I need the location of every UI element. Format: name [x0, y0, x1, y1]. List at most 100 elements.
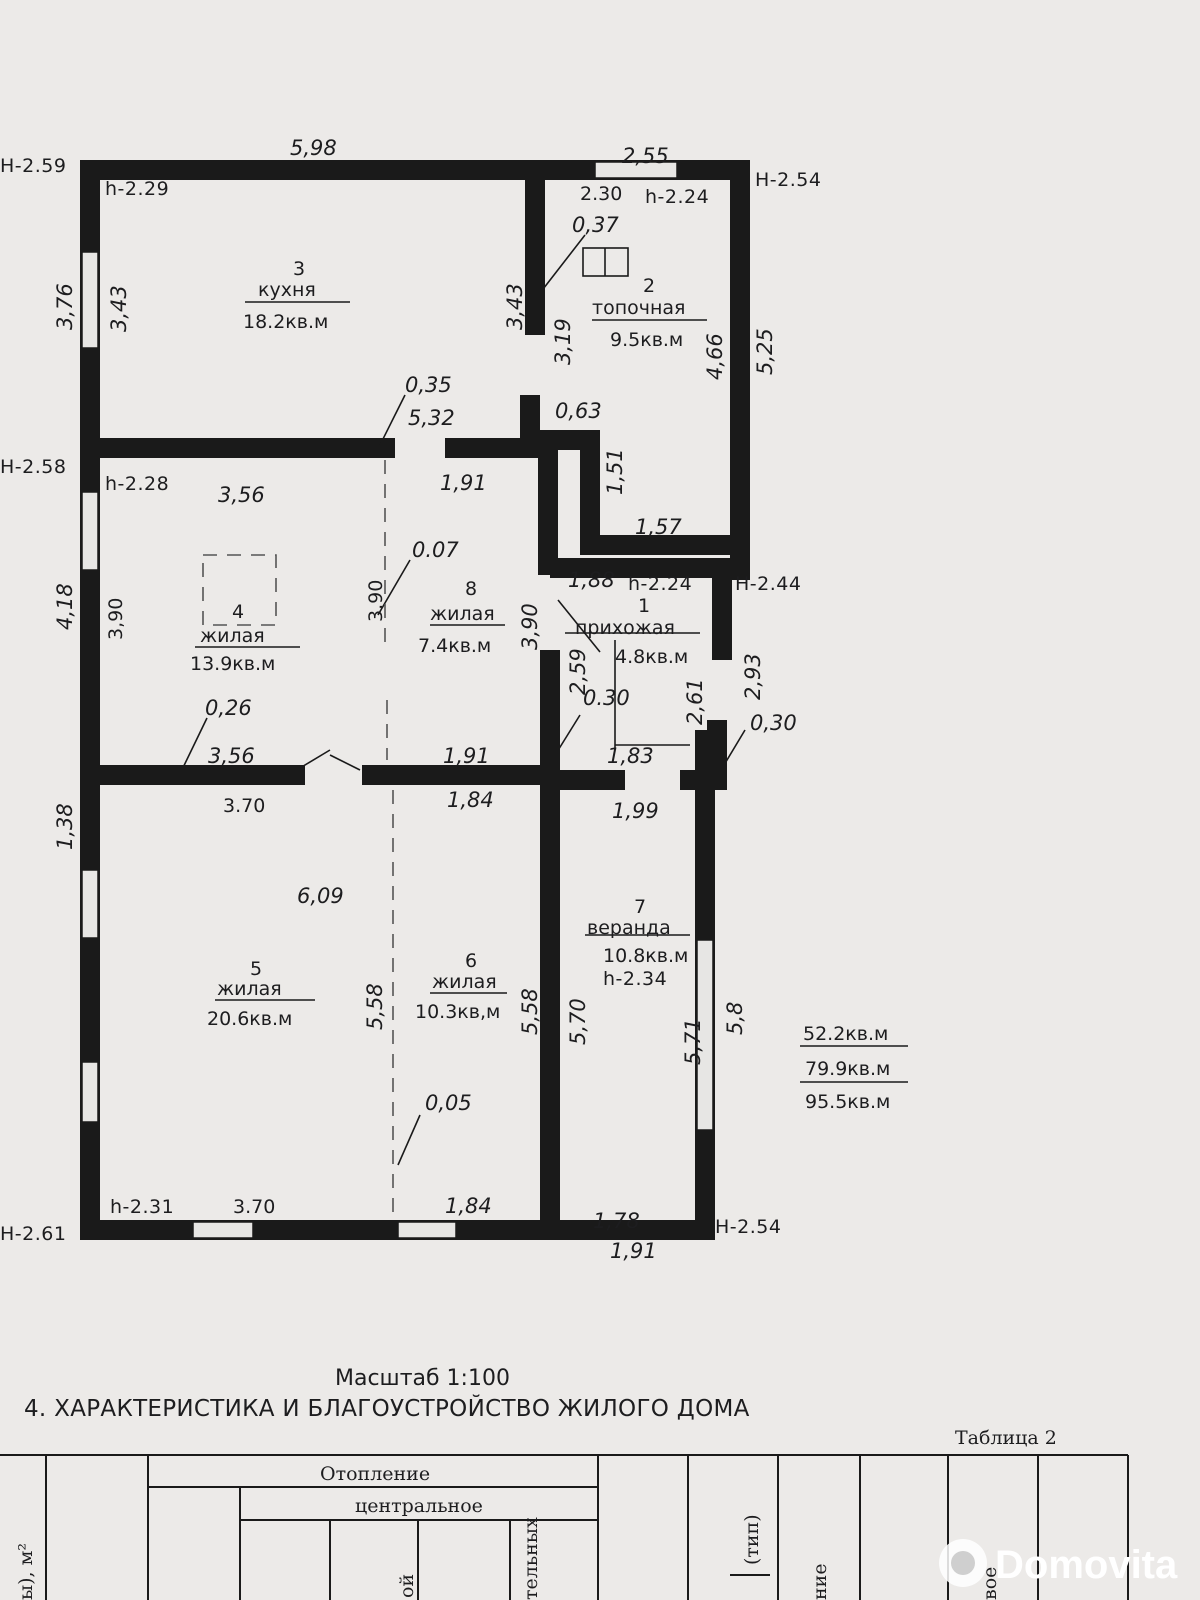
- dim-376: 3,76: [53, 283, 77, 330]
- table-frag-type: (тип): [741, 1514, 763, 1565]
- room2-area: 9.5кв.м: [610, 329, 683, 351]
- window-veranda-right: [696, 939, 714, 1131]
- height-h244: H-2.44: [735, 573, 801, 595]
- dim-558a: 5,58: [363, 983, 387, 1030]
- table-frag-nie: ние: [809, 1563, 831, 1600]
- window-kitchen-left: [81, 251, 99, 349]
- dim-609: 6,09: [297, 884, 344, 908]
- dim-319: 3,19: [551, 318, 575, 365]
- room3-number: 3: [293, 258, 305, 280]
- room2-name: топочная: [592, 297, 685, 319]
- table-caption: Таблица 2: [955, 1427, 1057, 1449]
- dim-390c: 3,90: [518, 603, 542, 650]
- height-h254-bottom: H-2.54: [715, 1216, 781, 1238]
- dim-390a: 3,90: [105, 598, 127, 640]
- dim-390b: 3.90: [365, 580, 387, 622]
- dim-230: 2.30: [580, 183, 622, 205]
- room4-name: жилая: [200, 625, 265, 647]
- wall-hall-right: [680, 730, 715, 790]
- room1-area: 4.8кв.м: [615, 646, 688, 668]
- table-central: центральное: [355, 1495, 483, 1517]
- dim-525: 5,25: [753, 328, 777, 375]
- dim-151: 1,51: [603, 448, 627, 495]
- dim-343b: 3,43: [503, 283, 527, 330]
- dim-184b: 1,84: [445, 1194, 492, 1218]
- height-room7: h-2.34: [603, 968, 667, 990]
- window-room4-left: [81, 491, 99, 571]
- table-heating: Отопление: [320, 1463, 430, 1485]
- total-general: 79.9кв.м: [805, 1058, 890, 1080]
- room3-area: 18.2кв.м: [243, 311, 328, 333]
- height-marks: H-2.59 H-2.58 H-2.61 H-2.54 H-2.44 H-2.5…: [0, 155, 821, 1245]
- walls: [80, 160, 750, 1240]
- room8-name: жилая: [430, 603, 495, 625]
- room5-area: 20.6кв.м: [207, 1008, 292, 1030]
- dim-255: 2,55: [622, 144, 669, 168]
- characteristics-table: Таблица 2 Отопление центральное ы), м² (…: [0, 1427, 1129, 1600]
- room2-number: 2: [643, 275, 655, 297]
- height-h259: H-2.59: [0, 155, 66, 177]
- area-totals: 52.2кв.м 79.9кв.м 95.5кв.м: [800, 1023, 908, 1113]
- dim-030b: 0,30: [750, 711, 797, 735]
- dim-178: 1,78: [593, 1209, 640, 1233]
- table-frag-oi: ой: [396, 1574, 418, 1598]
- height-h258: H-2.58: [0, 456, 66, 478]
- window-room5-bottom: [192, 1221, 254, 1239]
- watermark-text: Domovita: [995, 1543, 1178, 1587]
- dim-063: 0,63: [555, 399, 602, 423]
- dim-005: 0,05: [425, 1091, 472, 1115]
- dim-293: 2,93: [741, 653, 765, 700]
- annotation-lines: [177, 234, 746, 1220]
- wall-boiler-bottom: [520, 395, 740, 555]
- room3-name: кухня: [258, 279, 316, 301]
- room7-number: 7: [634, 896, 646, 918]
- room5-number: 5: [250, 958, 262, 980]
- height-h254-top: H-2.54: [755, 169, 821, 191]
- room6-name: жилая: [432, 971, 497, 993]
- dim-370b: 3.70: [233, 1196, 275, 1218]
- room6-area: 10.3кв,м: [415, 1001, 500, 1023]
- height-room1: h-2.24: [628, 573, 692, 595]
- dim-466: 4,66: [703, 333, 727, 380]
- dimensions: 5,98 2,55 2.30 0,37 3,76 3,43 3,43 3,19 …: [53, 136, 797, 1263]
- window-room5-left-1: [81, 869, 99, 939]
- room7-name: веранда: [587, 917, 671, 939]
- dim-356a: 3,56: [218, 483, 265, 507]
- room1-name: прихожая: [575, 617, 675, 639]
- total-living: 52.2кв.м: [803, 1023, 888, 1045]
- table-frag-area: ы), м²: [15, 1543, 37, 1600]
- dim-138: 1,38: [53, 803, 77, 850]
- scale-label: Масштаб 1:100: [335, 1366, 510, 1391]
- height-room4: h-2.28: [105, 473, 169, 495]
- room8-number: 8: [465, 578, 477, 600]
- window-room5-left-2: [81, 1061, 99, 1123]
- dim-157: 1,57: [635, 515, 682, 539]
- dim-58: 5,8: [723, 1002, 747, 1035]
- table-frag-voe: вое: [979, 1567, 1001, 1600]
- window-room6-bottom: [397, 1221, 457, 1239]
- window-boiler-top: [594, 161, 678, 179]
- dim-191c: 1,91: [610, 1239, 657, 1263]
- dim-191b: 1,91: [443, 744, 490, 768]
- dim-259: 2,59: [566, 648, 590, 695]
- wall-room8-top: [445, 438, 558, 575]
- dim-558b: 5,58: [518, 988, 542, 1035]
- dim-035: 0,35: [405, 373, 452, 397]
- dim-026: 0,26: [205, 696, 252, 720]
- dim-343a: 3,43: [107, 285, 131, 332]
- dim-199: 1,99: [612, 799, 659, 823]
- dim-370a: 3.70: [223, 795, 265, 817]
- dim-570: 5,70: [566, 998, 590, 1045]
- dim-418: 4,18: [53, 583, 77, 630]
- dim-532: 5,32: [408, 406, 455, 430]
- height-h261: H-2.61: [0, 1223, 66, 1245]
- dim-598: 5,98: [290, 136, 337, 160]
- total-overall: 95.5кв.м: [805, 1091, 890, 1113]
- dim-188: 1,88: [568, 568, 615, 592]
- dim-184a: 1,84: [447, 788, 494, 812]
- height-room2: h-2.24: [645, 186, 709, 208]
- room5-name: жилая: [217, 978, 282, 1000]
- height-room3: h-2.29: [105, 178, 169, 200]
- section-heading: 4. ХАРАКТЕРИСТИКА И БЛАГОУСТРОЙСТВО ЖИЛО…: [24, 1394, 750, 1422]
